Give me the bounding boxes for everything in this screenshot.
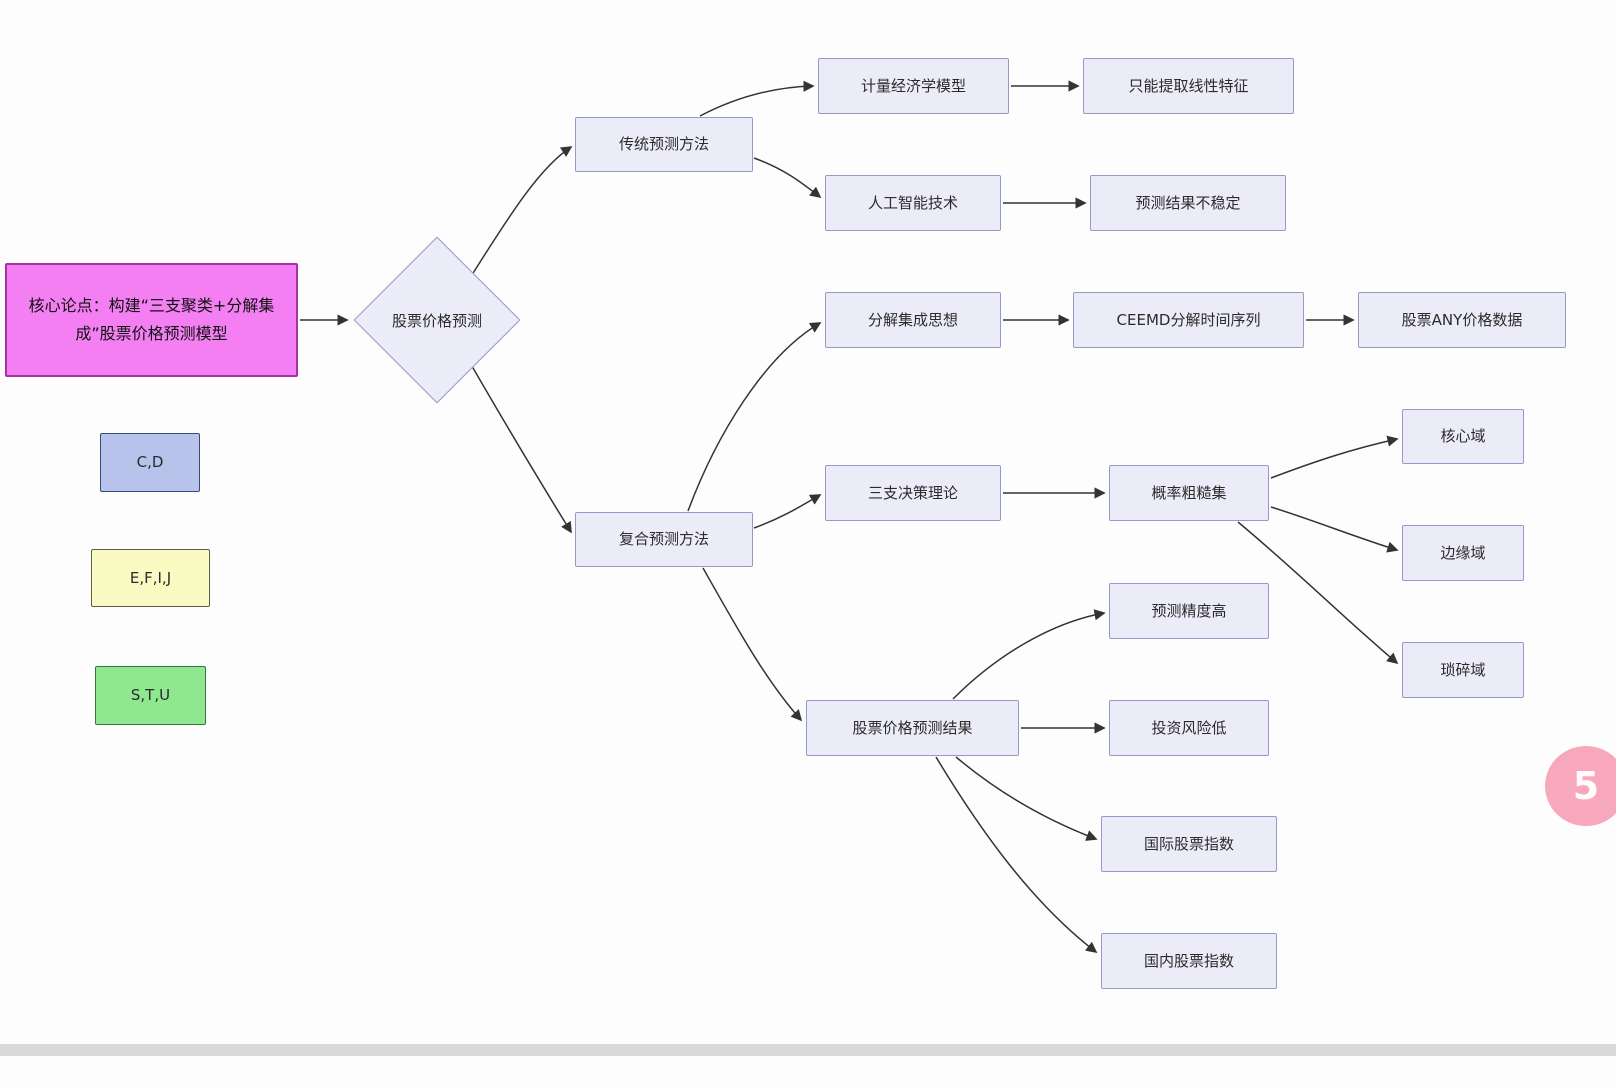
node-core-thesis[interactable]: 核心论点：构建“三支聚类+分解集成”股票价格预测模型: [5, 263, 298, 377]
node-boundary-domain[interactable]: 边缘域: [1402, 525, 1524, 581]
root-label: 股票价格预测: [391, 311, 482, 330]
edge-result-domesticindex: [935, 756, 1098, 954]
edge-result-accuracy: [952, 609, 1106, 700]
horizontal-scrollbar[interactable]: [0, 1044, 1616, 1056]
node-probabilistic-rough-set[interactable]: 概率粗糙集: [1109, 465, 1269, 521]
edge-composite-result: [702, 567, 803, 722]
node-high-accuracy[interactable]: 预测精度高: [1109, 583, 1269, 639]
edge-traditional-ai: [753, 157, 822, 199]
node-ceemd-decomposition[interactable]: CEEMD分解时间序列: [1073, 292, 1304, 348]
node-low-investment-risk[interactable]: 投资风险低: [1109, 700, 1269, 756]
legend-box-efij[interactable]: E,F,I,J: [91, 549, 210, 607]
edge-probrough-coredomain: [1270, 435, 1399, 479]
edge-result-intlindex: [955, 756, 1098, 841]
edge-probrough-boundarydomain: [1270, 506, 1399, 553]
node-composite-methods[interactable]: 复合预测方法: [575, 512, 753, 567]
node-econometric-model[interactable]: 计量经济学模型: [818, 58, 1009, 114]
node-prediction-result[interactable]: 股票价格预测结果: [806, 700, 1019, 756]
node-domestic-index[interactable]: 国内股票指数: [1101, 933, 1277, 989]
node-linear-feature-only[interactable]: 只能提取线性特征: [1083, 58, 1294, 114]
node-core-domain[interactable]: 核心域: [1402, 409, 1524, 464]
legend-box-cd[interactable]: C,D: [100, 433, 200, 492]
node-traditional-methods[interactable]: 传统预测方法: [575, 117, 753, 172]
floating-badge-button[interactable]: 5: [1545, 746, 1616, 826]
node-ai-technology[interactable]: 人工智能技术: [825, 175, 1001, 231]
node-any-price-data[interactable]: 股票ANY价格数据: [1358, 292, 1566, 348]
node-international-index[interactable]: 国际股票指数: [1101, 816, 1277, 872]
edge-composite-threeway: [753, 494, 822, 529]
node-root-diamond[interactable]: 股票价格预测: [353, 236, 521, 404]
node-three-way-decision[interactable]: 三支决策理论: [825, 465, 1001, 521]
legend-box-stu[interactable]: S,T,U: [95, 666, 206, 725]
edge-traditional-econometric: [699, 80, 815, 117]
edge-composite-decomp: [687, 322, 822, 512]
node-trivial-domain[interactable]: 琐碎域: [1402, 642, 1524, 698]
node-decomposition-ensemble[interactable]: 分解集成思想: [825, 292, 1001, 348]
node-unstable-result[interactable]: 预测结果不稳定: [1090, 175, 1286, 231]
